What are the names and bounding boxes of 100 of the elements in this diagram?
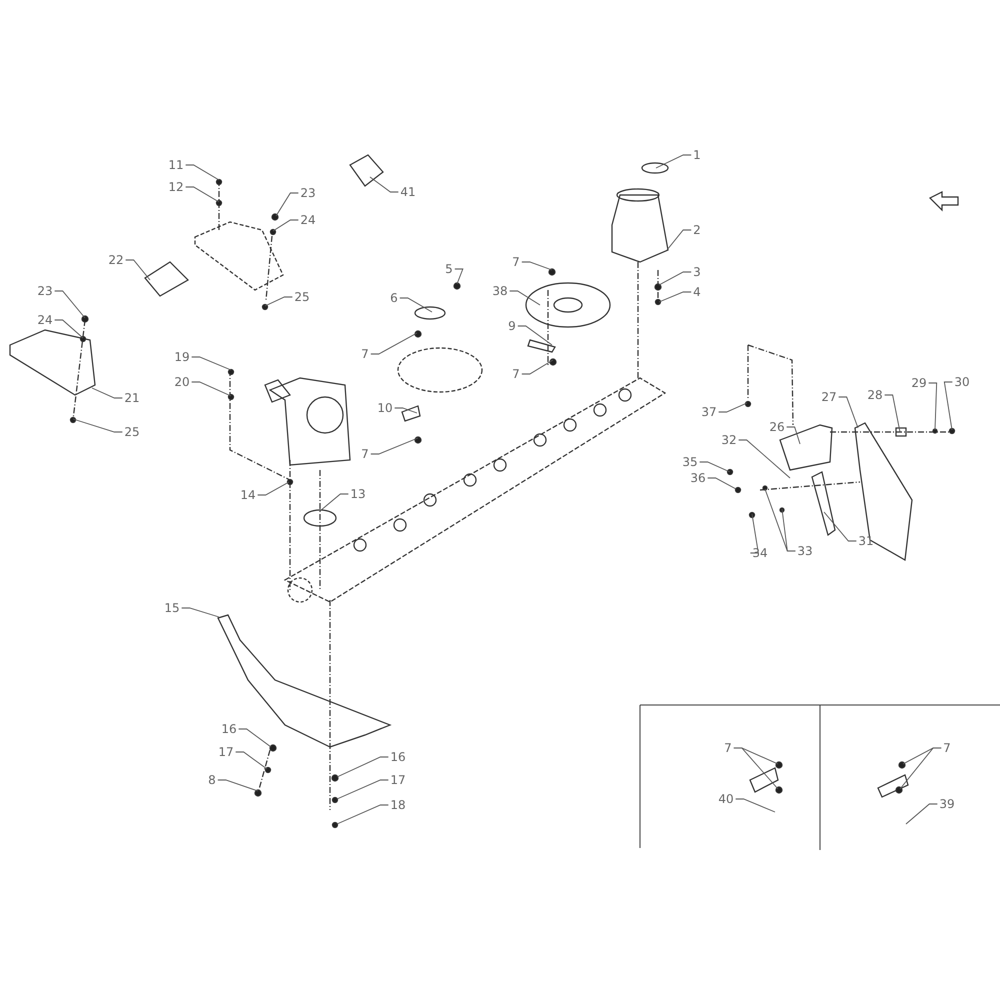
leader-line [399,298,432,312]
callout-number: 26 [769,420,785,434]
leader-line [517,326,552,346]
callout-number: 12 [168,180,184,194]
leader-line [454,268,464,284]
leader-line [272,220,299,232]
leader-line [370,438,418,454]
callout-number: 17 [390,773,406,787]
callout-number: 23 [300,186,316,200]
callout-number: 32 [721,433,737,447]
leader-line [521,360,554,374]
callout-number: 21 [124,391,140,405]
leader-line [370,176,399,192]
leader-line [666,230,692,250]
callout-number: 11 [168,158,184,172]
leader-line [735,798,776,812]
callout-number: 9 [508,319,516,333]
callout-number: 34 [752,546,768,560]
leader-line [900,748,942,790]
callout-number: 25 [124,425,140,439]
leader-line [370,332,418,354]
leader-line [217,780,258,792]
callout-number: 18 [390,798,406,812]
callout-number: 7 [361,347,369,361]
leader-line [264,296,293,306]
callout-number: 16 [390,750,406,764]
callout-number: 38 [492,284,508,298]
callout-number: 7 [512,255,520,269]
callout-number: 24 [300,213,316,227]
leader-line [394,408,418,414]
leader-line [738,440,790,478]
callout-number: 14 [240,488,256,502]
leader-line [906,804,938,824]
callout-number: 1 [693,148,701,162]
callout-number: 19 [174,350,190,364]
callout-number: 28 [867,388,883,402]
callout-number: 4 [693,285,701,299]
leader-line [92,388,123,398]
callout-number: 37 [701,405,717,419]
callout-number: 41 [400,185,416,199]
callout-number: 7 [512,367,520,381]
leader-line [191,356,232,370]
callout-number: 25 [294,290,310,304]
callout-number: 8 [208,773,216,787]
leader-line [72,418,123,432]
leader-line [786,426,800,444]
callout-number: 17 [218,745,234,759]
callout-number: 6 [390,291,398,305]
callout-number: 7 [943,741,951,755]
callout-number: 16 [221,722,237,736]
leader-line [509,290,540,306]
leader-line [125,260,150,280]
callout-number: 3 [693,265,701,279]
leader-line [699,462,730,472]
leader-line [707,478,736,490]
leader-line [238,728,272,748]
callout-number: 15 [164,601,180,615]
callout-number: 5 [445,262,453,276]
callout-number: 10 [377,401,393,415]
leader-line [185,186,220,202]
leader-line [521,262,552,270]
leader-line [928,382,938,430]
leader-line [54,320,84,338]
leader-line [336,780,389,800]
callout-number: 29 [911,376,927,390]
leader-line [191,382,232,396]
callout-number: 39 [939,797,955,811]
callout-number: 7 [361,447,369,461]
leader-line [944,382,953,430]
callout-number: 40 [718,792,734,806]
leader-line [658,272,692,286]
leader-line [658,292,692,302]
callout-number: 2 [693,223,701,237]
leader-line [733,748,778,790]
callout-number: 33 [797,544,813,558]
leader-line [838,396,858,428]
leader-line [656,154,692,168]
leader-line [884,394,900,432]
leader-line [54,290,86,318]
leader-line [824,512,857,542]
leader-line [336,804,389,824]
leader-line [718,402,748,412]
callout-number: 27 [821,390,837,404]
callout-number: 35 [682,455,698,469]
leader-line [750,514,759,554]
leader-line [782,508,796,552]
callout-number: 31 [858,534,874,548]
callout-number: 20 [174,375,190,389]
leader-line [320,494,349,512]
leader-line [257,482,290,496]
leader-line [336,756,389,778]
leader-line [235,752,268,770]
callout-number: 30 [954,375,970,389]
callout-number: 24 [37,313,53,327]
leader-line [276,192,299,216]
leader-line [181,608,220,618]
callout-number: 23 [37,284,53,298]
callout-number: 13 [350,487,366,501]
callout-number: 22 [108,253,124,267]
leader-line [185,164,220,180]
